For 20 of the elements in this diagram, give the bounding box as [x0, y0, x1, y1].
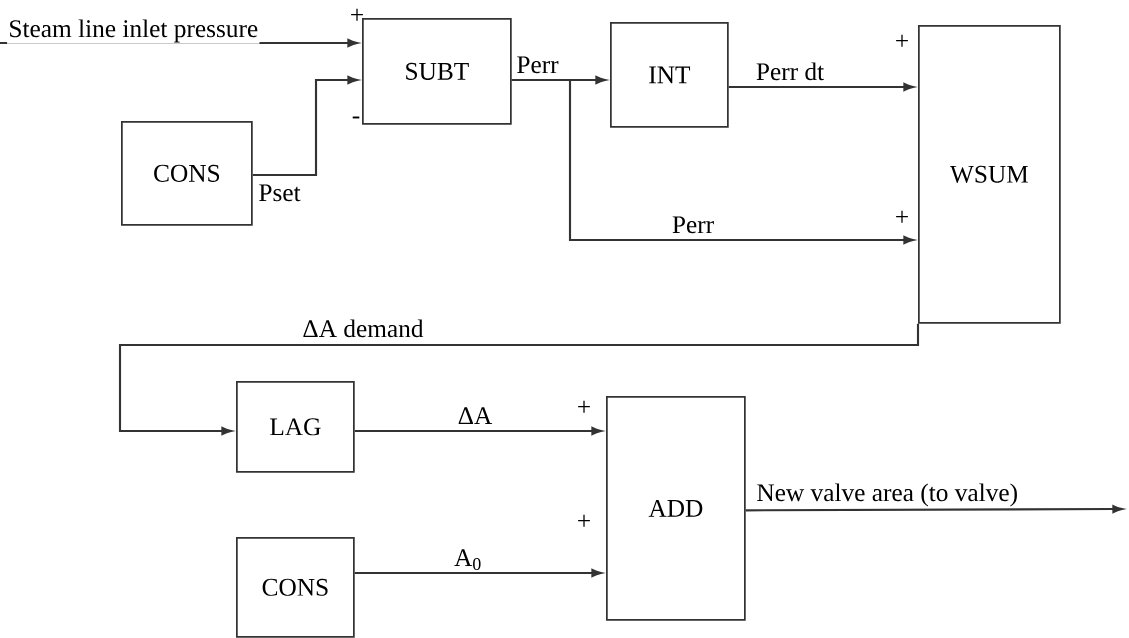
block-box: CONS [236, 537, 355, 638]
block-box: WSUM [918, 25, 1061, 324]
block-box: ADD [606, 396, 746, 621]
edge-label: Pset [257, 183, 302, 203]
edge-label: ΔA demand [301, 318, 425, 339]
sign-label: + [578, 400, 590, 413]
edge-label: Perr [515, 55, 560, 75]
block-box: INT [610, 22, 729, 128]
edge-label: Perr dt [754, 61, 826, 82]
sign-label: + [896, 210, 908, 223]
edge-label: A$_{0}$ [452, 547, 484, 572]
edge-label: ΔA [456, 405, 494, 426]
block-box: LAG [236, 381, 355, 473]
arrow [118, 323, 920, 435]
block-box: CONS [121, 121, 253, 226]
block-box: SUBT [362, 18, 512, 125]
edge-label: Perr [670, 215, 716, 235]
sign-label: + [351, 8, 363, 21]
edge-label: Steam line inlet pressure [7, 18, 260, 44]
edge-label: New valve area (to valve) [755, 482, 1020, 508]
